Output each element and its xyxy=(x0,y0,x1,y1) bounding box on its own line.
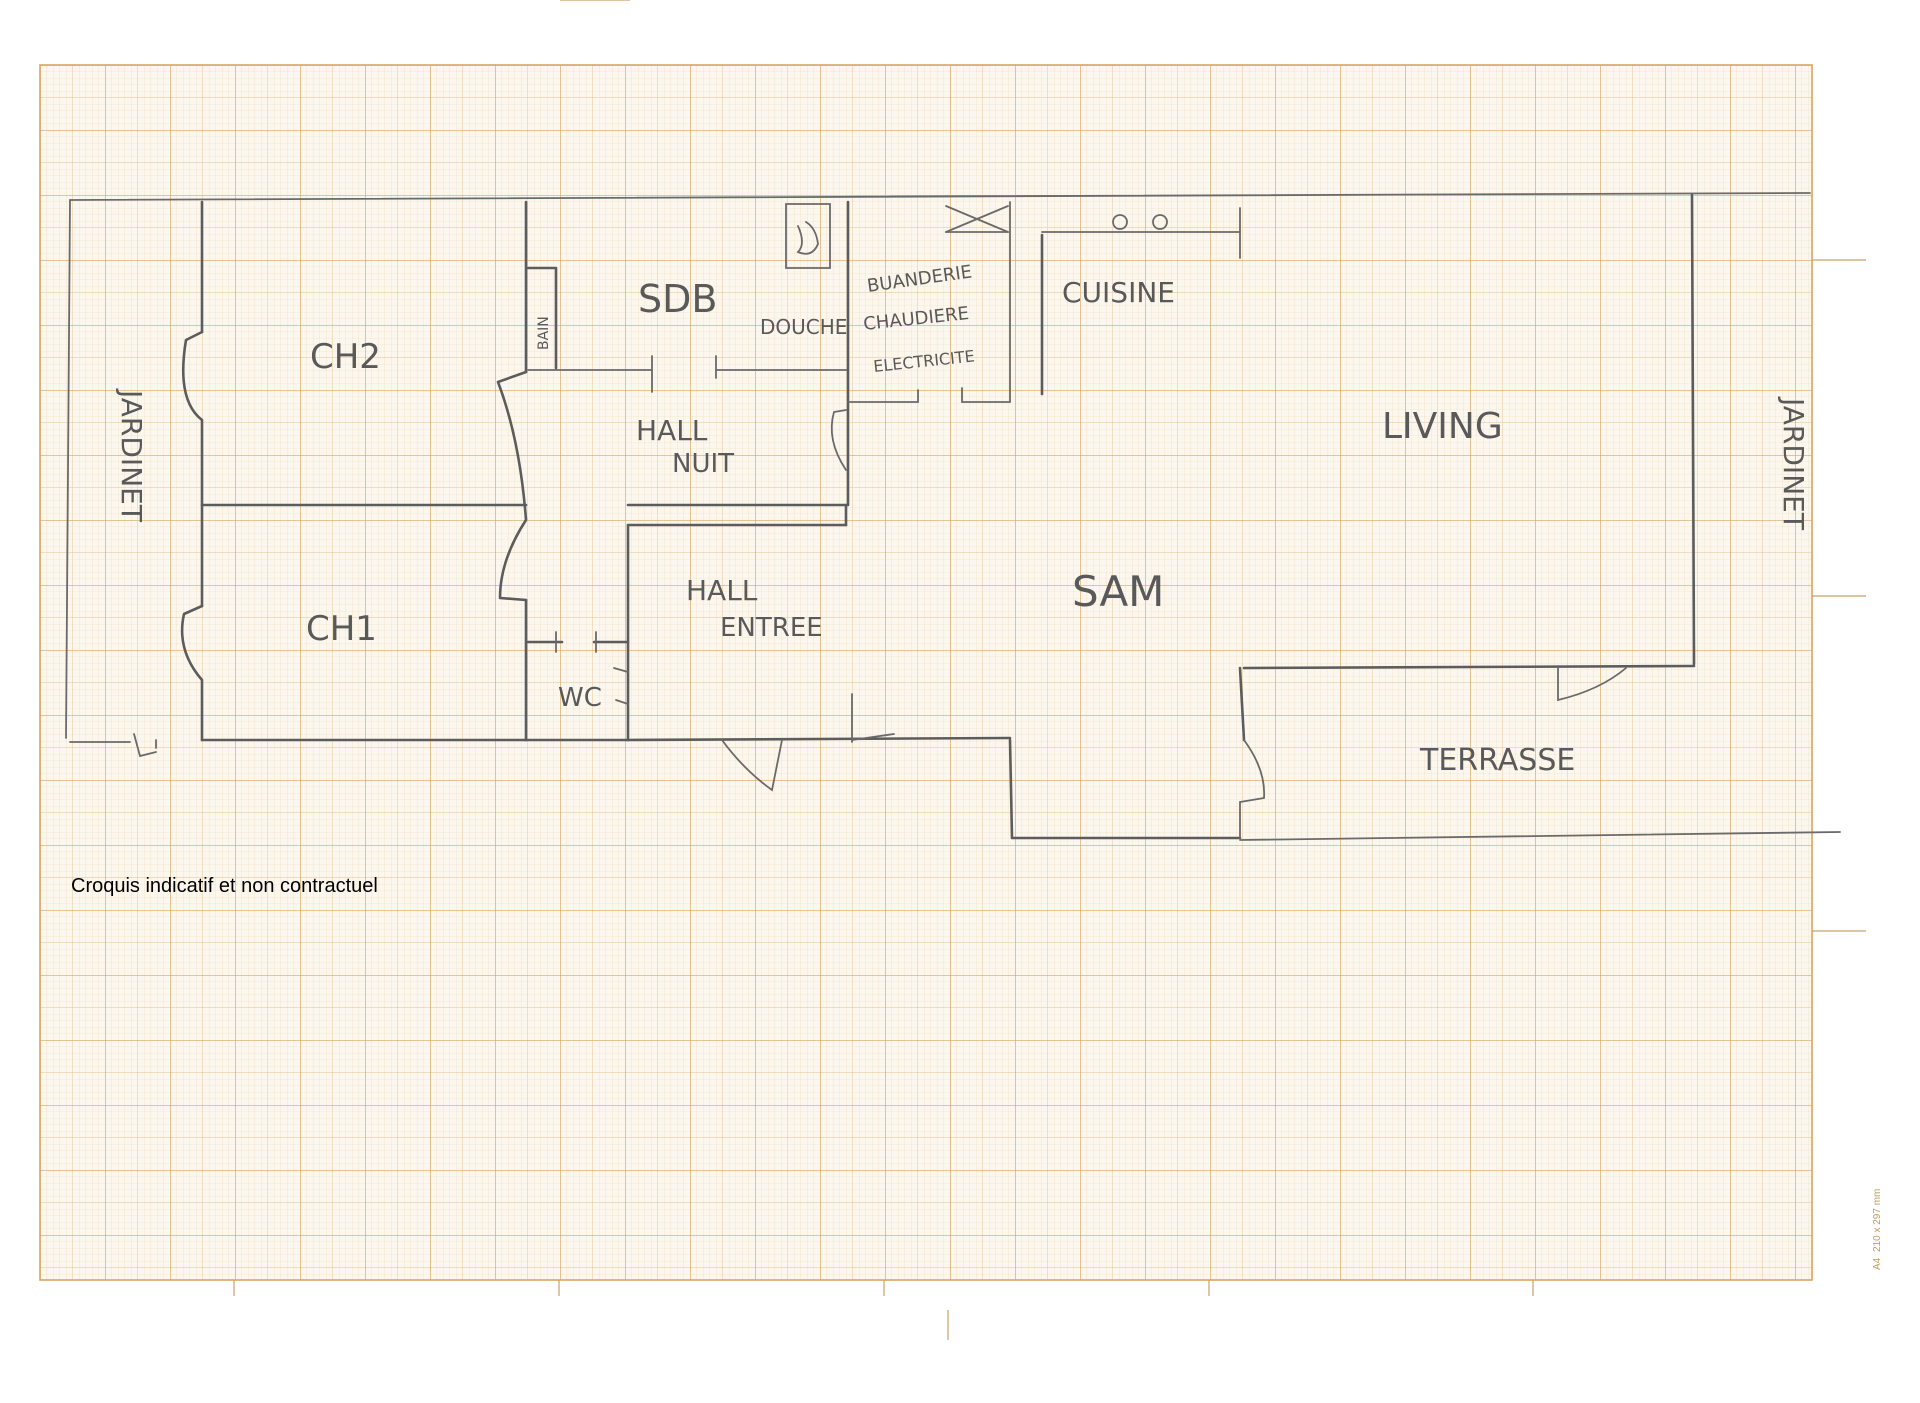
label-ch1: CH1 xyxy=(306,609,377,649)
label-hall-entree-line2: ENTREE xyxy=(720,613,823,643)
label-sam: SAM xyxy=(1072,567,1164,616)
label-hall-nuit-line2: NUIT xyxy=(672,449,734,479)
label-cuisine: CUISINE xyxy=(1062,276,1175,309)
label-jardinet-left: JARDINET xyxy=(115,388,148,523)
label-wc: WC xyxy=(558,683,602,713)
label-ch2: CH2 xyxy=(310,337,381,377)
graph-paper xyxy=(39,0,1866,1340)
label-bain: BAIN xyxy=(536,316,552,350)
label-sdb: SDB xyxy=(638,277,717,321)
paper-size-note: A4 210 x 297 mm xyxy=(1872,1189,1883,1270)
label-douche: DOUCHE xyxy=(760,315,847,339)
label-jardinet-right: JARDINET xyxy=(1777,396,1810,531)
label-living: LIVING xyxy=(1382,406,1503,447)
sketch-disclaimer: Croquis indicatif et non contractuel xyxy=(71,875,378,897)
label-hall-entree-line1: HALL xyxy=(686,574,758,607)
floor-plan-walls xyxy=(65,192,1841,841)
label-hall-nuit-line1: HALL xyxy=(636,414,708,447)
label-terrasse: TERRASSE xyxy=(1419,743,1575,778)
paper-dimensions: 210 x 297 mm xyxy=(1872,1189,1883,1252)
paper-format: A4 xyxy=(1872,1257,1883,1270)
